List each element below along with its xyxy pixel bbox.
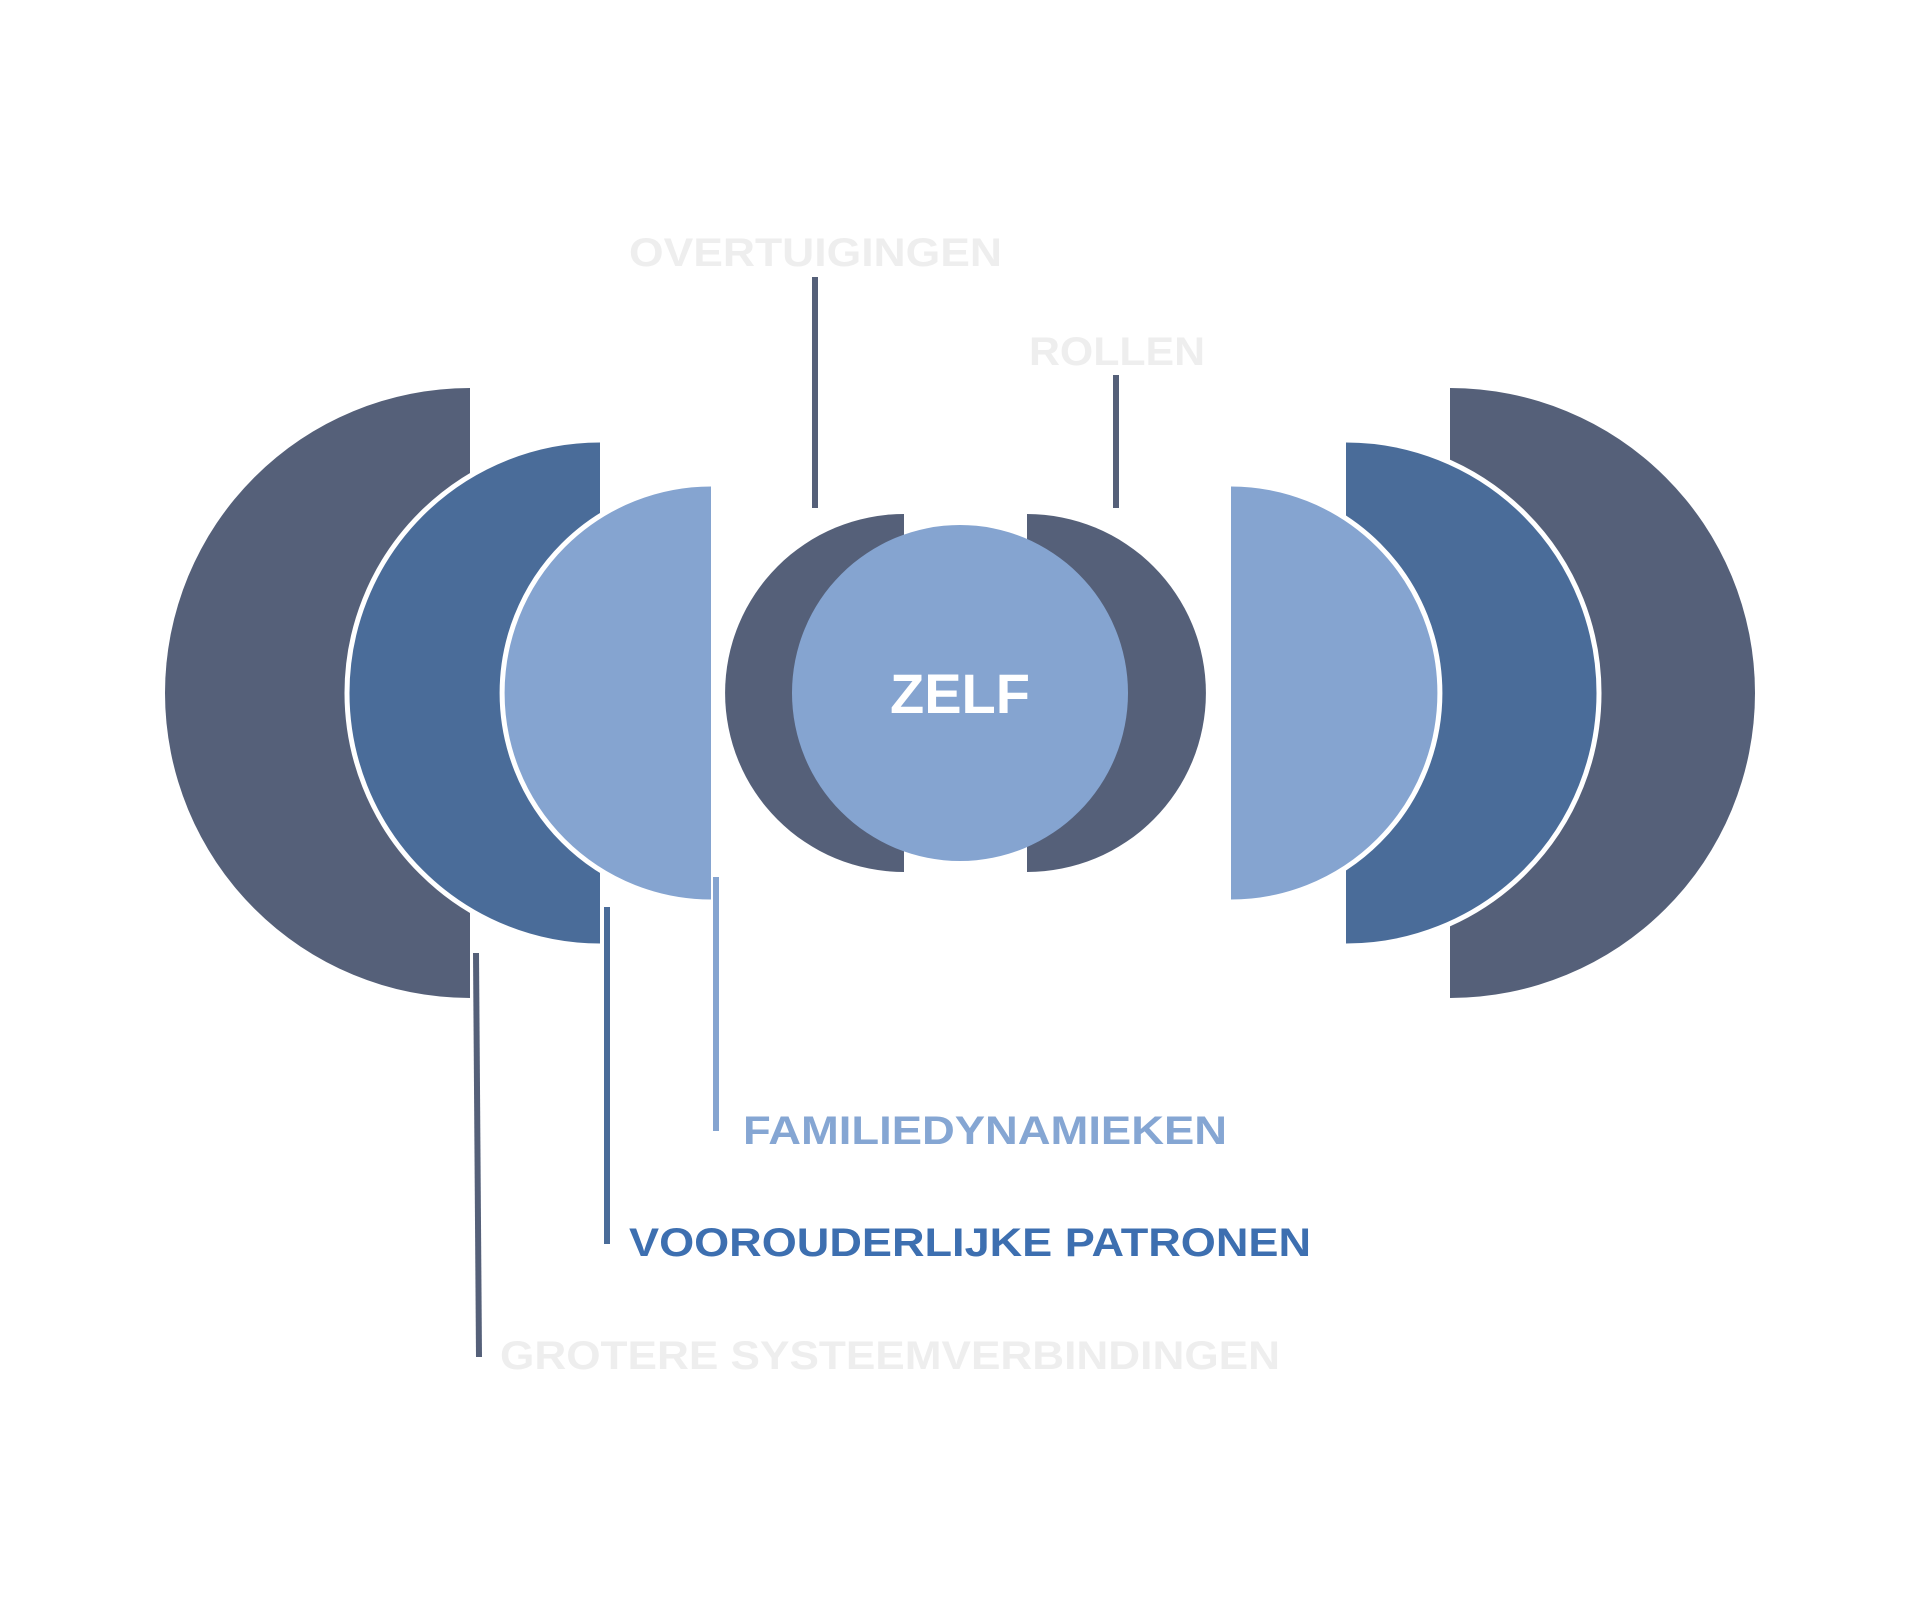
inner-ring-left-outline [499, 481, 712, 905]
inner-ring-right-outline [1230, 481, 1443, 905]
label-larger-system: GROTERE SYSTEEMVERBINDINGEN [500, 1334, 1280, 1378]
label-beliefs: OVERTUIGINGEN [629, 231, 1002, 275]
inner-ring-left [502, 484, 711, 902]
middle-ring-right-outline [1345, 437, 1602, 949]
label-family-dynamics: FAMILIEDYNAMIEKEN [743, 1109, 1227, 1153]
connector-system [473, 952, 482, 1358]
middle-ring-left [347, 440, 600, 946]
outer-ring-left [165, 388, 470, 998]
middle-ring-left-outline [344, 437, 601, 949]
label-roles: ROLLEN [1029, 330, 1205, 374]
center-label: ZELF [890, 662, 1030, 725]
label-ancestral-patterns: VOOROUDERLIJKE PATRONEN [629, 1221, 1311, 1265]
inner-ring-right [1231, 484, 1440, 902]
self-circle [792, 525, 1128, 861]
middle-ring-right [1346, 440, 1599, 946]
